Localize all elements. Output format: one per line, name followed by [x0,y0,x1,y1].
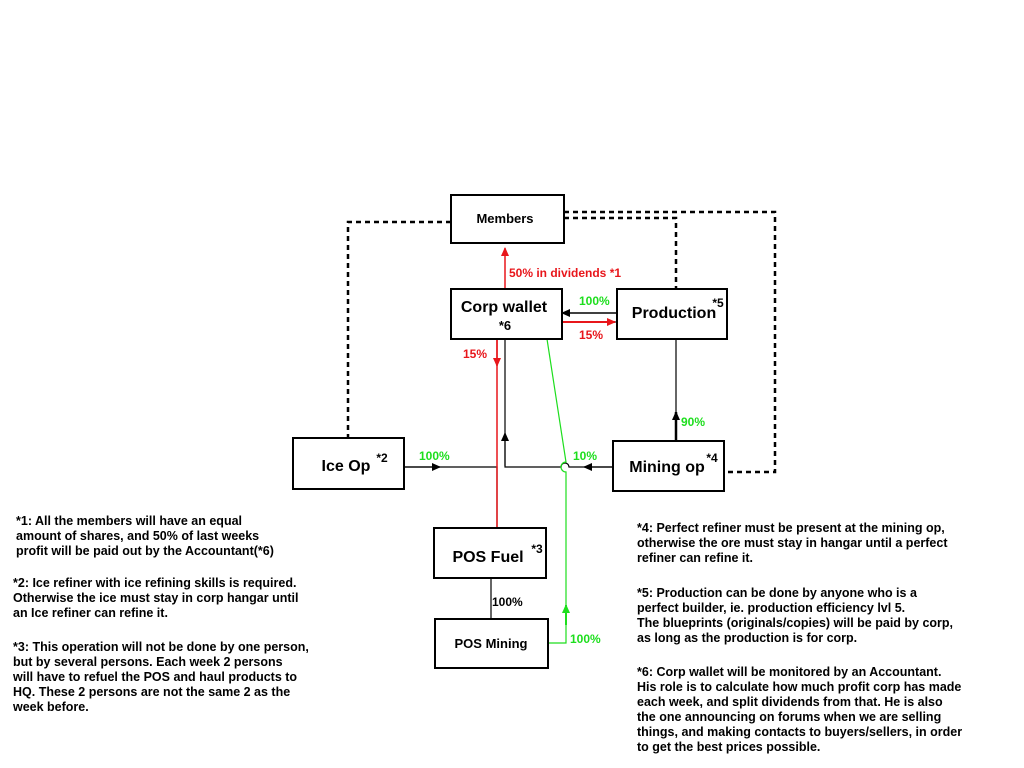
node-pos-mining: POS Mining [434,618,549,669]
label-mining-to-production: 90% [681,415,705,429]
node-corp-wallet: Corp wallet *6 [450,288,563,340]
ice-op-footnote: *2 [376,451,388,465]
note-4: *4: Perfect refiner must be present at t… [637,521,948,565]
label-pos-mining-to-wallet: 100% [570,632,601,646]
dashed-members-production [564,216,678,289]
label-mining-to-wallet: 10% [573,449,597,463]
node-ice-op: Ice Op *2 [292,437,405,490]
members-label: Members [476,211,533,226]
label-wallet-to-fuel: 15% [463,347,487,361]
note-6: *6: Corp wallet will be monitored by an … [637,665,963,754]
node-mining-op: Mining op *4 [612,440,725,492]
flow-ice-to-wallet-line [404,466,498,528]
mining-op-footnote: *4 [706,451,718,465]
note-3: *3: This operation will not be done by o… [13,640,309,714]
label-dividends: 50% in dividends *1 [509,266,621,280]
label-wallet-to-production: 15% [579,328,603,342]
node-production: Production *5 [616,288,728,340]
pos-mining-label: POS Mining [455,636,528,651]
note-1: *1: All the members will have an equal a… [16,514,274,558]
label-production-to-wallet: 100% [579,294,610,308]
note-5: *5: Production can be done by anyone who… [637,586,954,645]
pos-fuel-footnote: *3 [531,542,543,556]
note-2: *2: Ice refiner with ice refining skills… [13,576,299,620]
label-pos-mining-to-fuel: 100% [492,595,523,609]
pos-fuel-label: POS Fuel [452,549,523,566]
mining-op-label: Mining op [629,459,705,476]
dashed-members-mining-op [564,210,777,474]
green-flows [546,338,570,644]
dashed-members-ice-op [346,220,451,438]
node-members: Members [450,194,565,244]
production-label: Production [632,305,716,322]
corp-wallet-label: Corp wallet [461,299,548,316]
production-footnote: *5 [712,296,724,310]
red-flows [493,247,616,528]
flow-pos-mining-to-wallet-line [546,338,567,644]
label-ice-to-wallet: 100% [419,449,450,463]
dashed-connectors [346,210,777,474]
node-pos-fuel: POS Fuel *3 [433,527,547,579]
corp-wallet-footnote: *6 [499,318,511,333]
flow-mining-to-wallet-line [504,339,613,468]
ice-op-label: Ice Op [322,458,371,475]
